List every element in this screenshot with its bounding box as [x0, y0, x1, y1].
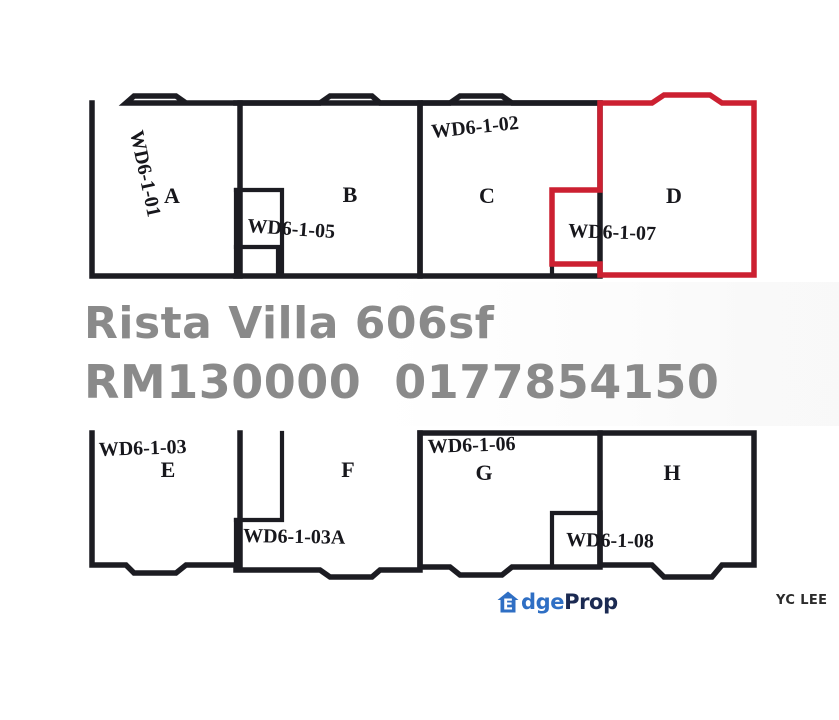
unit-g-inner-wall	[549, 430, 603, 570]
unit-f-code: WD6-1-03A	[243, 525, 346, 549]
house-icon: E	[496, 590, 520, 614]
upper-floor-plan: A WD6-1-01 B WD6-1-05 C WD6-1-02 D WD6-1…	[89, 92, 757, 279]
unit-f-letter: F	[341, 457, 354, 482]
logo-letter-e: E	[503, 596, 513, 614]
unit-h-letter: H	[663, 460, 680, 485]
price-and-phone: RM130000 0177854150	[84, 354, 720, 409]
unit-d-highlight-outline	[549, 92, 757, 278]
unit-b-code: WD6-1-05	[247, 215, 336, 243]
unit-b-top-bay	[237, 93, 423, 106]
unit-h-code: WD6-1-08	[566, 529, 654, 553]
unit-h-walls	[597, 430, 757, 580]
unit-g-code: WD6-1-06	[427, 433, 515, 458]
edgeprop-logo: E dgeProp	[496, 589, 618, 615]
unit-e-code: WD6-1-03	[98, 436, 186, 461]
overlay-text-block: Rista Villa 606sf RM130000 0177854150	[0, 282, 839, 426]
unit-b-letter: B	[343, 182, 358, 207]
unit-f-inner-wall	[233, 430, 285, 523]
unit-e-walls	[89, 430, 243, 576]
unit-b-closet	[233, 244, 281, 279]
unit-g-letter: G	[475, 460, 492, 485]
agent-watermark: YC LEE	[776, 593, 828, 608]
unit-c-letter: C	[479, 183, 495, 208]
unit-c-top-bay	[421, 93, 603, 106]
logo-text-dge: dge	[521, 590, 565, 614]
unit-a-code: WD6-1-01	[125, 128, 165, 218]
unit-b-inner-wall	[233, 187, 285, 279]
lower-floor-plan: E WD6-1-03 F WD6-1-03A G WD6-1-06 H WD6-…	[89, 430, 757, 580]
edgeprop-wordmark: dgeProp	[521, 590, 618, 614]
logo-text-prop: Prop	[564, 590, 618, 614]
unit-a-walls	[89, 93, 243, 279]
unit-e-letter: E	[161, 457, 176, 482]
unit-f-walls	[233, 430, 423, 580]
unit-d-code: WD6-1-07	[568, 220, 656, 245]
unit-c-code: WD6-1-02	[430, 112, 520, 143]
overlay-gradient-band	[0, 282, 839, 426]
unit-d-letter: D	[666, 183, 682, 208]
property-title: Rista Villa 606sf	[84, 298, 495, 350]
unit-a-letter: A	[164, 183, 180, 208]
